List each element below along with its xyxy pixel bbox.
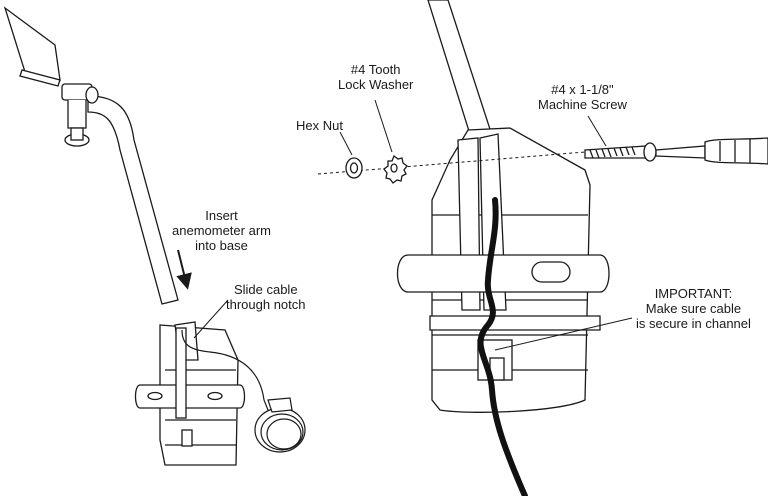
anemometer-arm: [85, 86, 179, 305]
slide-cable-line-2: through notch: [226, 297, 306, 312]
insert-arm-label: Insert anemometer arm into base: [172, 208, 271, 253]
insert-arm-line-3: into base: [195, 238, 248, 253]
hardware: [317, 137, 768, 184]
important-line-1: IMPORTANT:: [654, 286, 733, 301]
important-leader: [494, 317, 633, 351]
machine-screw-line-1: #4 x 1-1/8": [551, 82, 614, 97]
important-line-2: Make sure cable: [645, 301, 742, 316]
wind-vane: [3, 6, 93, 147]
slide-cable-line-1: Slide cable: [233, 282, 298, 297]
insert-arm-line-2: anemometer arm: [172, 223, 271, 238]
hex-nut-line-1: Hex Nut: [296, 118, 343, 133]
lock-washer-label: #4 Tooth Lock Washer: [338, 62, 413, 92]
right-cable: [477, 197, 528, 496]
screw-leader: [587, 115, 607, 147]
slide-cable-label: Slide cable through notch: [226, 282, 306, 312]
right-base: [396, 127, 610, 413]
machine-screw-label: #4 x 1-1/8" Machine Screw: [538, 82, 627, 112]
left-base: [134, 321, 246, 466]
lock-washer-line-2: Lock Washer: [338, 77, 414, 92]
insert-arm-line-1: Insert: [205, 208, 238, 223]
lock-washer-line-1: #4 Tooth: [350, 62, 401, 77]
left-cable: [181, 329, 306, 453]
important-label: IMPORTANT: Make sure cable is secure in …: [636, 286, 751, 331]
slide-cable-leader: [193, 299, 229, 339]
hex-nut-label: Hex Nut: [296, 118, 343, 133]
washer-leader: [374, 99, 393, 153]
insert-arrow: [176, 249, 192, 290]
important-line-3: is secure in channel: [636, 316, 751, 331]
hex-nut-leader: [339, 131, 353, 156]
machine-screw-line-2: Machine Screw: [538, 97, 627, 112]
